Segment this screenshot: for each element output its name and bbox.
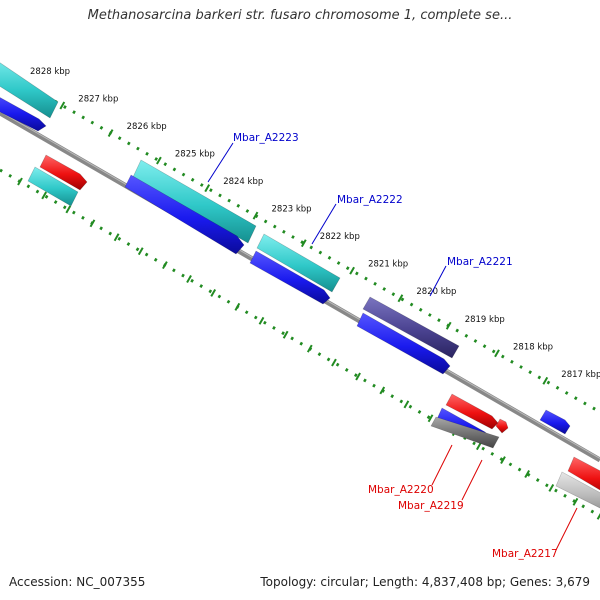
inner-ruler-dots — [0, 168, 600, 518]
ruler-tick-label: 2817 kbp — [561, 370, 600, 380]
ruler-tick — [252, 211, 259, 220]
gene-feature-red-arrow[interactable] — [495, 418, 509, 434]
gene-label-mbar-a2221[interactable]: Mbar_A2221 — [447, 256, 513, 268]
inner-track-tick — [89, 219, 96, 228]
gene-feature-grey[interactable] — [430, 416, 500, 449]
gene-feature-cyan[interactable] — [256, 233, 341, 293]
ruler-tick — [397, 294, 404, 303]
leader-mbar-a2220 — [431, 444, 453, 486]
inner-track-tick — [427, 414, 434, 423]
ruler-tick — [156, 156, 162, 165]
gene-feature-cyan[interactable] — [0, 56, 59, 119]
inner-track-tick — [113, 233, 120, 242]
map-title: Methanosarcina barkeri str. fusaro chrom… — [87, 8, 513, 23]
gene-feature-blue-arrow[interactable] — [539, 409, 571, 435]
inner-track-tick — [162, 261, 168, 270]
gene-label-mbar-a2223[interactable]: Mbar_A2223 — [233, 132, 299, 144]
gene-feature-red-arrow[interactable] — [567, 456, 600, 496]
ruler-tick-label: 2826 kbp — [127, 122, 167, 132]
ruler-tick-label: 2828 kbp — [30, 67, 70, 77]
inner-track-tick — [137, 247, 144, 256]
ruler-tick-label: 2821 kbp — [368, 260, 408, 270]
inner-track-tick — [355, 372, 361, 381]
gene-feature-cyan[interactable] — [27, 166, 79, 207]
ruler-tick — [494, 349, 500, 358]
ruler-tick — [300, 239, 307, 248]
inner-track-tick — [258, 316, 265, 325]
gene-feature-blue-arrow[interactable] — [124, 174, 245, 255]
inner-track-ticks — [17, 177, 600, 520]
ruler-tick-label: 2825 kbp — [175, 150, 215, 160]
gene-label-mbar-a2222[interactable]: Mbar_A2222 — [337, 194, 403, 206]
gene-feature-navy[interactable] — [362, 296, 460, 359]
ruler-tick-label: 2827 kbp — [78, 95, 118, 105]
gene-feature-red-arrow[interactable] — [39, 154, 88, 191]
ruler-tick-label: 2822 kbp — [320, 232, 360, 242]
inner-track-tick — [379, 386, 386, 395]
inner-track-tick — [234, 302, 241, 311]
gene-label-mbar-a2219[interactable]: Mbar_A2219 — [398, 500, 464, 512]
gene-feature-red-arrow[interactable] — [445, 393, 499, 430]
ruler-tick-label: 2823 kbp — [272, 205, 312, 215]
ruler-tick — [204, 184, 211, 193]
inner-track-tick — [210, 288, 217, 297]
gene-feature-light-grey[interactable] — [555, 471, 600, 513]
leader-mbar-a2221 — [429, 265, 447, 297]
gene-feature-blue-arrow[interactable] — [356, 312, 451, 375]
ruler-tick — [107, 129, 114, 138]
leader-mbar-a2223 — [207, 142, 234, 183]
ruler-labels: 2828 kbp 2827 kbp 2826 kbp 2825 kbp 2824 kbp… — [30, 67, 600, 380]
leader-mbar-a2219 — [461, 459, 483, 501]
inner-track-tick — [572, 497, 579, 506]
ruler-tick-label: 2824 kbp — [223, 177, 263, 187]
inner-track-tick — [186, 275, 192, 283]
ruler-tick — [59, 101, 66, 110]
inner-track-tick — [41, 191, 48, 200]
inner-track-tick — [282, 330, 289, 339]
leader-mbar-a2217 — [555, 507, 578, 551]
ruler-tick-label: 2818 kbp — [513, 342, 553, 352]
inner-track-tick — [17, 177, 23, 186]
ruler-tick-label: 2819 kbp — [465, 315, 505, 325]
ruler-tick — [445, 321, 452, 330]
inner-track-tick — [475, 442, 482, 451]
outer-ruler-dots — [0, 68, 600, 414]
inner-track-tick — [500, 456, 506, 465]
gene-feature-cyan[interactable] — [132, 159, 257, 244]
inner-track-tick — [524, 470, 531, 478]
inner-track-tick — [306, 344, 313, 353]
gene-label-mbar-a2220[interactable]: Mbar_A2220 — [368, 484, 434, 496]
inner-track-tick — [331, 358, 337, 367]
inner-track-tick — [65, 205, 72, 214]
ruler-tick-label: 2820 kbp — [416, 287, 456, 297]
gene-labels: Mbar_A2223 Mbar_A2222 Mbar_A2221 Mbar_A2… — [233, 132, 558, 560]
ruler-tick — [349, 266, 355, 275]
topology-summary: Topology: circular; Length: 4,837,408 bp… — [260, 575, 590, 589]
gene-label-leaders — [207, 142, 578, 551]
gene-feature-blue-arrow[interactable] — [0, 92, 47, 132]
gene-feature-blue-arrow[interactable] — [249, 250, 331, 305]
leader-mbar-a2222 — [311, 203, 337, 245]
ruler-tick — [542, 376, 549, 385]
inner-track-tick — [548, 483, 555, 492]
feature-glyphs — [0, 56, 600, 513]
inner-track-tick — [403, 400, 410, 409]
accession-label: Accession: NC_007355 — [9, 575, 146, 589]
gene-label-mbar-a2217[interactable]: Mbar_A2217 — [492, 548, 558, 560]
